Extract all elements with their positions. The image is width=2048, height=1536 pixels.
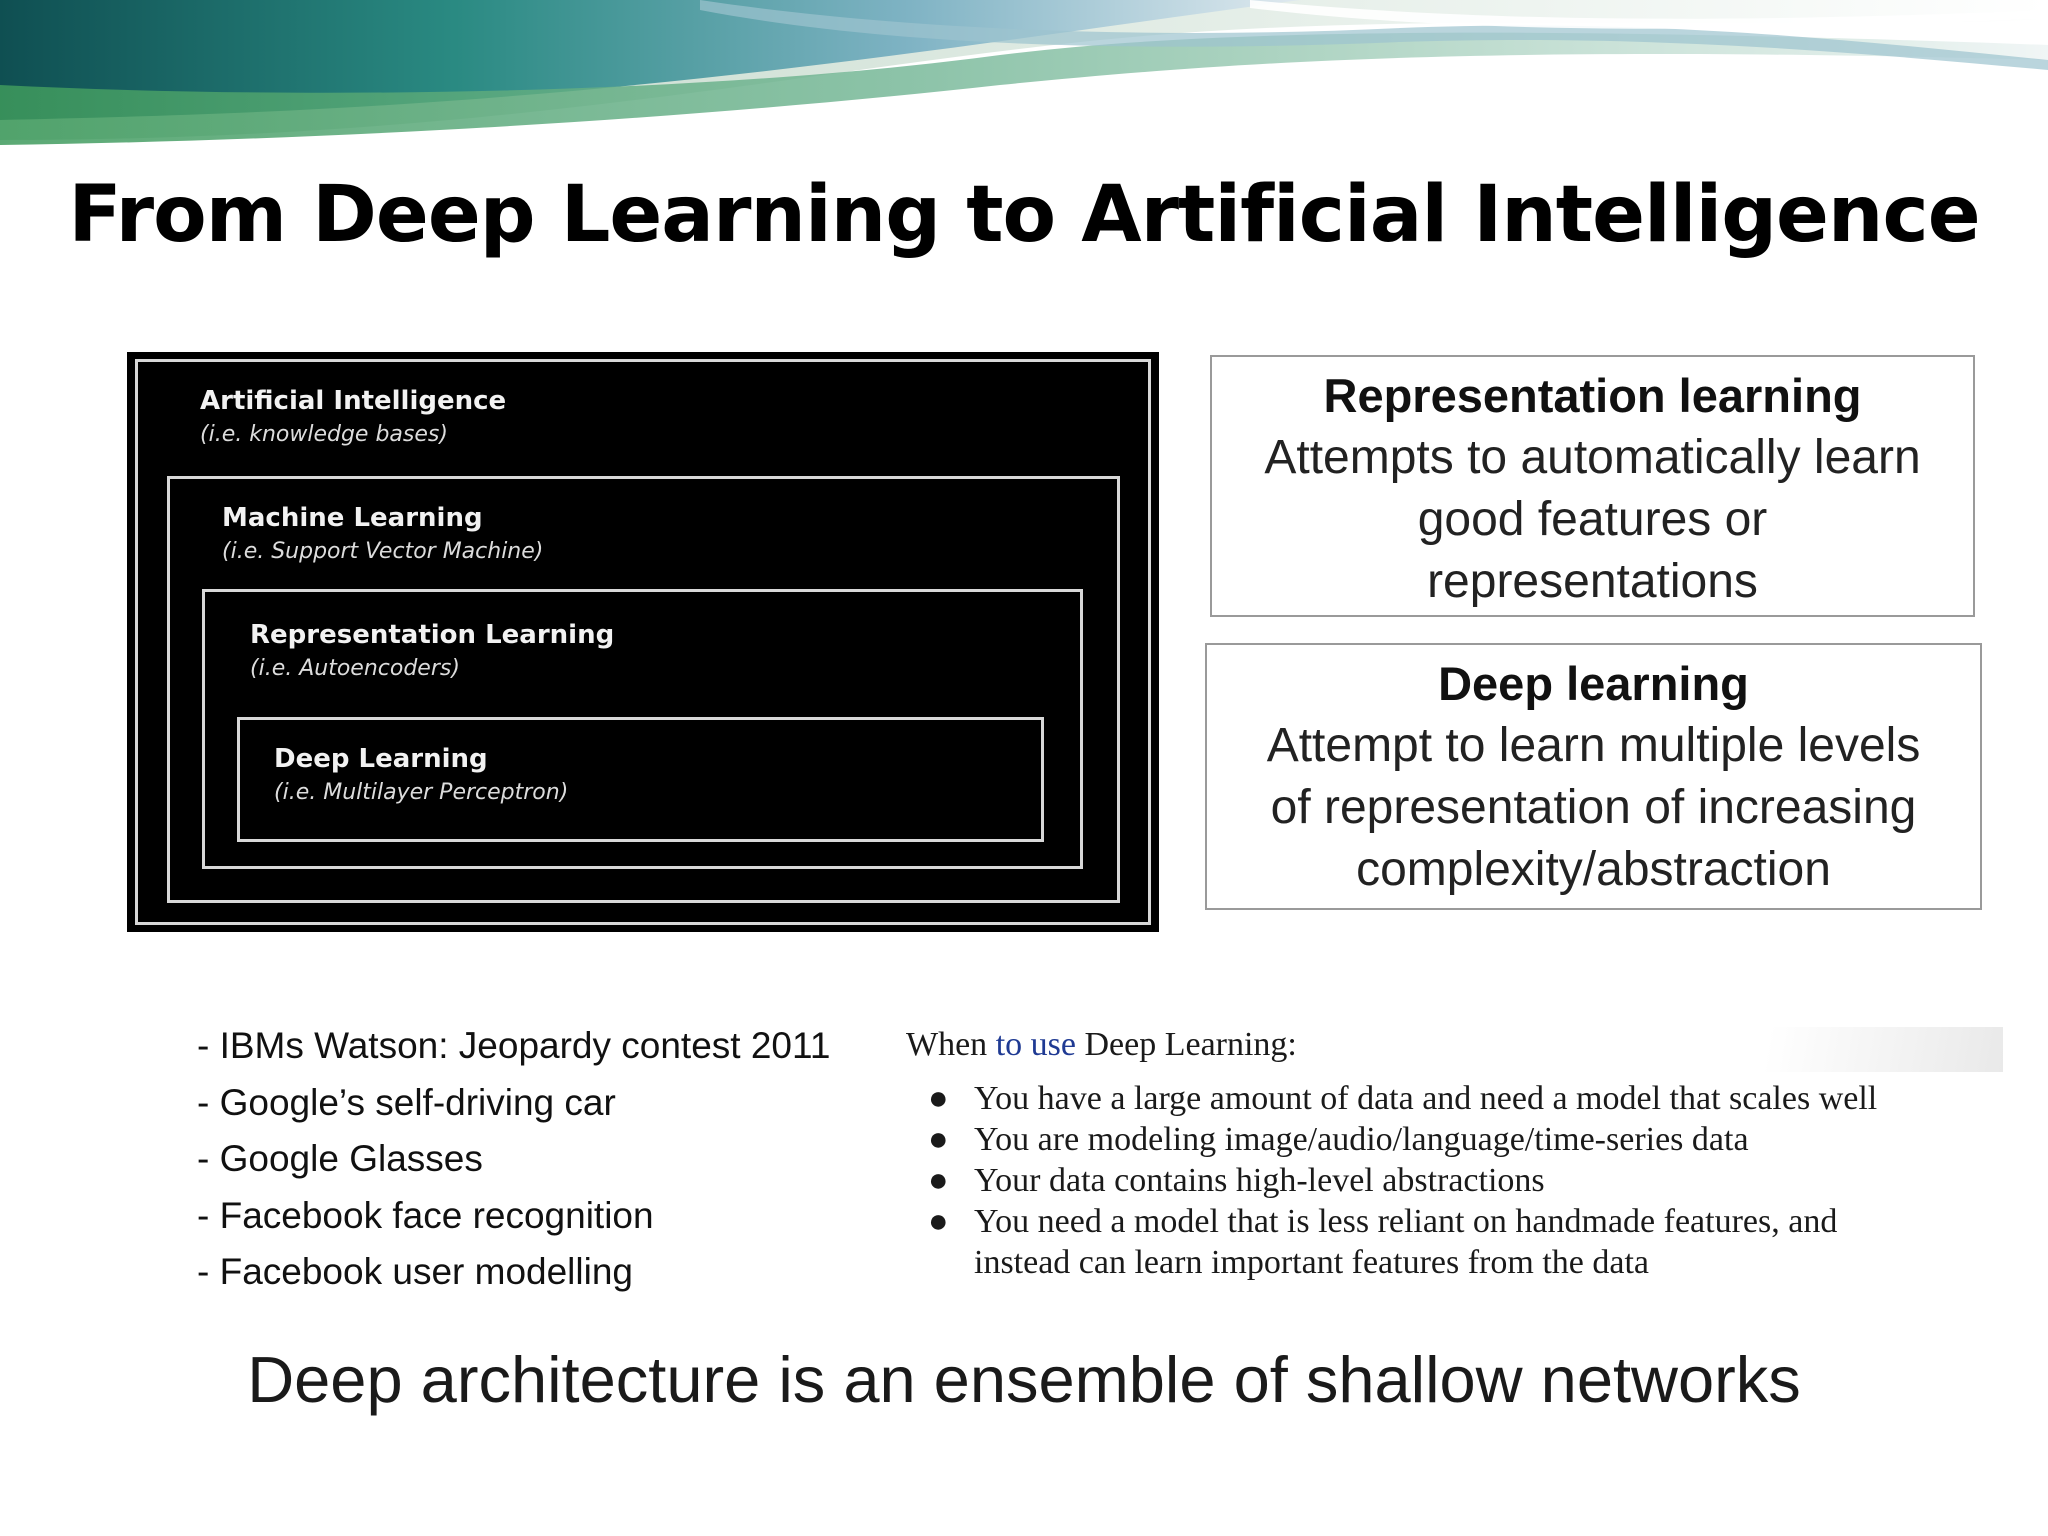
bullet-icon: ● bbox=[928, 1162, 949, 1199]
when-to-use-title: When to use Deep Learning: bbox=[906, 1026, 2006, 1064]
definition-line: representations bbox=[1427, 555, 1758, 608]
when-item-text: Your data contains high-level abstractio… bbox=[974, 1162, 1545, 1199]
bullet-icon: ● bbox=[928, 1121, 949, 1158]
list-item: - Google’s self-driving car bbox=[197, 1081, 616, 1123]
definition-heading: Deep learning bbox=[1438, 657, 1749, 710]
box-subtitle-artificial-intelligence: (i.e. knowledge bases) bbox=[200, 422, 448, 447]
list-item: ● You have a large amount of data and nee… bbox=[906, 1078, 2006, 1119]
list-item: - Facebook face recognition bbox=[197, 1194, 654, 1236]
when-title-after: Deep Learning: bbox=[1075, 1026, 1297, 1063]
when-item-text-continued: instead can learn important features fro… bbox=[974, 1244, 1649, 1281]
definition-line: Attempts to automatically learn bbox=[1264, 431, 1921, 484]
box-artificial-intelligence: Artificial Intelligence (i.e. knowledge … bbox=[135, 359, 1151, 925]
list-item: - IBMs Watson: Jeopardy contest 2011 bbox=[197, 1025, 831, 1066]
definition-line: of representation of increasing bbox=[1270, 781, 1917, 834]
list-item: - Facebook user modelling bbox=[197, 1251, 633, 1292]
box-machine-learning: Machine Learning (i.e. Support Vector Ma… bbox=[167, 476, 1120, 903]
bullet-icon: ● bbox=[928, 1080, 949, 1117]
when-to-use-header-shading bbox=[1640, 1027, 2003, 1072]
box-subtitle-deep-learning: (i.e. Multilayer Perceptron) bbox=[274, 780, 569, 805]
box-subtitle-representation-learning: (i.e. Autoencoders) bbox=[250, 656, 460, 681]
applications-list: - IBMs Watson: Jeopardy contest 2011 - G… bbox=[197, 1018, 830, 1301]
box-title-representation-learning: Representation Learning bbox=[250, 620, 615, 650]
header-wave-banner bbox=[0, 0, 2048, 160]
list-item: ● You are modeling image/audio/language/t… bbox=[906, 1119, 2006, 1160]
definition-line: complexity/abstraction bbox=[1356, 843, 1831, 896]
list-item: ● You need a model that is less reliant o… bbox=[906, 1201, 2006, 1283]
ai-nesting-diagram: Artificial Intelligence (i.e. knowledge … bbox=[127, 352, 1159, 932]
definition-representation-learning: Representation learning Attempts to auto… bbox=[1210, 355, 1975, 617]
bullet-icon: ● bbox=[928, 1203, 949, 1240]
box-title-deep-learning: Deep Learning bbox=[274, 744, 488, 774]
box-title-artificial-intelligence: Artificial Intelligence bbox=[200, 386, 507, 416]
slide-title: From Deep Learning to Artificial Intelli… bbox=[68, 170, 1980, 260]
when-item-text: You need a model that is less reliant on… bbox=[974, 1203, 1838, 1240]
definition-deep-learning: Deep learning Attempt to learn multiple … bbox=[1205, 643, 1982, 910]
when-item-text: You have a large amount of data and need… bbox=[974, 1080, 1878, 1117]
when-item-text: You are modeling image/audio/language/ti… bbox=[974, 1121, 1749, 1158]
box-deep-learning: Deep Learning (i.e. Multilayer Perceptro… bbox=[237, 717, 1044, 842]
slide-tagline: Deep architecture is an ensemble of shal… bbox=[247, 1343, 1801, 1416]
box-subtitle-machine-learning: (i.e. Support Vector Machine) bbox=[222, 539, 544, 564]
box-title-machine-learning: Machine Learning bbox=[222, 503, 483, 533]
box-representation-learning: Representation Learning (i.e. Autoencode… bbox=[202, 589, 1083, 869]
list-item: ● Your data contains high-level abstracti… bbox=[906, 1160, 2006, 1201]
when-to-use-block: When to use Deep Learning: ● You have a l… bbox=[906, 1026, 2006, 1296]
when-title-link[interactable]: to use bbox=[995, 1026, 1076, 1063]
definition-heading: Representation learning bbox=[1323, 369, 1862, 422]
definition-line: Attempt to learn multiple levels bbox=[1266, 719, 1921, 772]
when-to-use-list: ● You have a large amount of data and nee… bbox=[906, 1078, 2006, 1283]
definition-line: good features or bbox=[1417, 493, 1768, 546]
when-title-before: When bbox=[906, 1026, 996, 1063]
list-item: - Google Glasses bbox=[197, 1138, 483, 1179]
